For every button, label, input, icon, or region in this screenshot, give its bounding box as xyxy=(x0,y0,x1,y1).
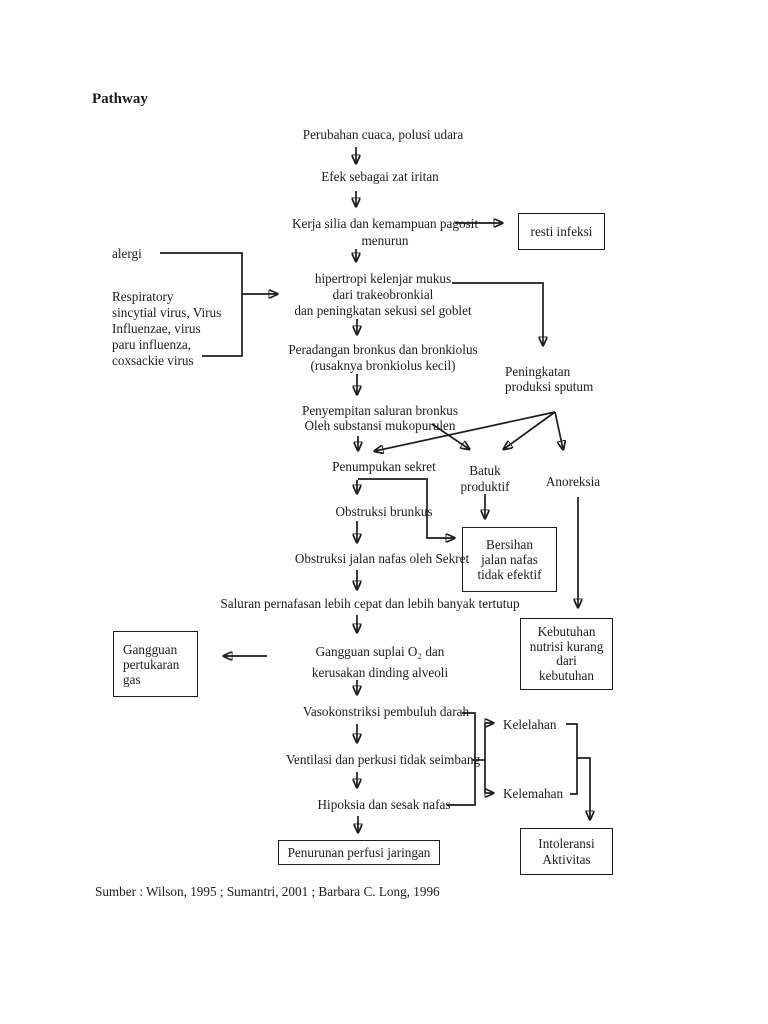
box-bersihan-jalan-nafas: Bersihan jalan nafas tidak efektif xyxy=(462,527,557,592)
node-gangguan-suplai-o2: Gangguan suplai O₂ dan kerusakan dinding… xyxy=(280,641,480,683)
page-title: Pathway xyxy=(92,91,148,107)
box-intoleransi-line2: Aktivitas xyxy=(542,851,591,867)
node-kelemahan: Kelemahan xyxy=(503,786,564,801)
node-hipertropi-line3: dan peningkatan sekusi sel goblet xyxy=(294,303,472,318)
node-virus-list: Respiratory sincytial virus, Virus Influ… xyxy=(112,289,252,369)
node-penyempitan-line2: Oleh substansi mukopurulen xyxy=(304,418,456,433)
node-kerja-silia-line1: Kerja silia dan kemampuan pagosit xyxy=(291,216,479,231)
box-bersihan-line2: jalan nafas xyxy=(481,552,538,567)
node-vasokonstriksi: Vasokonstriksi pembuluh darah xyxy=(302,704,470,719)
box-penurunan-label: Penurunan perfusi jaringan xyxy=(287,845,431,860)
node-suplai-line1: Gangguan suplai O₂ dan xyxy=(315,644,445,659)
node-hipertropi-kelenjar: hipertropi kelenjar mukus dari trakeobro… xyxy=(283,271,483,319)
node-batuk-produktif: Batuk produktif xyxy=(435,463,535,494)
node-penumpukan-sekret: Penumpukan sekret xyxy=(332,459,436,474)
node-batuk-line2: produktif xyxy=(460,478,510,494)
line-alergi-virus-bracket xyxy=(160,252,243,357)
line-kelelahan-kelemahan-join xyxy=(566,723,578,795)
elbow-hipertropi-to-sputum xyxy=(452,282,543,345)
node-hipoksia: Hipoksia dan sesak nafas xyxy=(317,797,451,812)
node-anoreksia: Anoreksia xyxy=(545,474,601,489)
node-peradangan-bronkus: Peradangan bronkus dan bronkiolus (rusak… xyxy=(283,342,483,373)
node-batuk-line1: Batuk xyxy=(469,463,501,478)
box-bersihan-line3: tidak efektif xyxy=(477,567,542,582)
box-penurunan-perfusi: Penurunan perfusi jaringan xyxy=(278,840,440,865)
box-gas-line3: gas xyxy=(123,671,141,687)
box-gas-line2: pertukaran xyxy=(123,656,180,672)
node-kelelahan: Kelelahan xyxy=(503,717,557,732)
node-saluran-pernafasan: Saluran pernafasan lebih cepat dan lebih… xyxy=(220,596,520,611)
node-virus-line3: Influenzae, virus xyxy=(112,321,201,336)
node-peradangan-line2: (rusaknya bronkiolus kecil) xyxy=(310,357,456,373)
node-hipertropi-line2: dari trakeobronkial xyxy=(332,287,434,302)
node-peningkatan-line2: produksi sputum xyxy=(505,378,594,394)
node-penyempitan-bronkus: Penyempitan saluran bronkus Oleh substan… xyxy=(280,403,480,433)
arrow-sputum-to-penumpukan xyxy=(375,411,556,451)
arrow-fatigue-to-intoleransi xyxy=(577,757,590,819)
node-virus-line5: coxsackie virus xyxy=(112,353,194,368)
node-obstruksi-jalan-nafas: Obstruksi jalan nafas oleh Sekret xyxy=(294,551,470,566)
node-peningkatan-sputum: Peningkatan produksi sputum xyxy=(505,364,615,394)
node-virus-line2: sincytial virus, Virus xyxy=(112,305,222,320)
node-kerja-silia-line2: menurun xyxy=(361,233,409,248)
node-peningkatan-line1: Peningkatan xyxy=(505,364,571,379)
node-virus-line1: Respiratory xyxy=(112,289,174,304)
box-kebutuhan-line2: nutrisi kurang xyxy=(529,638,604,654)
arrow-penyempitan-to-batuk xyxy=(431,423,469,449)
source-citation: Sumber : Wilson, 1995 ; Sumantri, 2001 ;… xyxy=(95,884,440,899)
box-intoleransi-aktivitas: Intoleransi Aktivitas xyxy=(520,828,613,875)
box-bersihan-line1: Bersihan xyxy=(486,537,533,552)
box-kebutuhan-nutrisi: Kebutuhan nutrisi kurang dari kebutuhan xyxy=(520,618,613,690)
node-obstruksi-brunkus: Obstruksi brunkus xyxy=(335,504,433,519)
node-suplai-line2: kerusakan dinding alveoli xyxy=(311,665,449,680)
node-efek-zat-iritan: Efek sebagai zat iritan xyxy=(321,169,439,184)
node-penyempitan-line1: Penyempitan saluran bronkus xyxy=(301,403,459,418)
box-kebutuhan-line1: Kebutuhan xyxy=(537,624,596,639)
box-resti-infeksi-label: resti infeksi xyxy=(530,224,593,239)
line-right-rail xyxy=(447,712,476,806)
node-virus-line4: paru influenza, xyxy=(112,337,192,352)
elbow-penumpukan-to-bersihan xyxy=(358,478,454,538)
node-perubahan-cuaca: Perubahan cuaca, polusi udara xyxy=(302,127,464,142)
arrow-sputum-to-anoreksia xyxy=(554,411,563,449)
node-peradangan-line1: Peradangan bronkus dan bronkiolus xyxy=(288,342,478,357)
box-resti-infeksi: resti infeksi xyxy=(518,213,605,250)
node-ventilasi-perkusi: Ventilasi dan perkusi tidak seimbang xyxy=(285,752,481,767)
node-hipertropi-line1: hipertropi kelenjar mukus xyxy=(314,271,452,286)
box-gas-line1: Gangguan xyxy=(123,641,178,657)
node-alergi: alergi xyxy=(112,246,142,261)
box-kebutuhan-line4: kebutuhan xyxy=(539,667,594,683)
box-intoleransi-line1: Intoleransi xyxy=(538,836,595,851)
node-kerja-silia: Kerja silia dan kemampuan pagosit menuru… xyxy=(285,215,485,249)
arrow-sputum-to-batuk xyxy=(504,411,556,449)
box-gangguan-pertukaran-gas: Gangguan pertukaran gas xyxy=(113,631,198,697)
box-kebutuhan-line3: dari xyxy=(556,653,577,668)
